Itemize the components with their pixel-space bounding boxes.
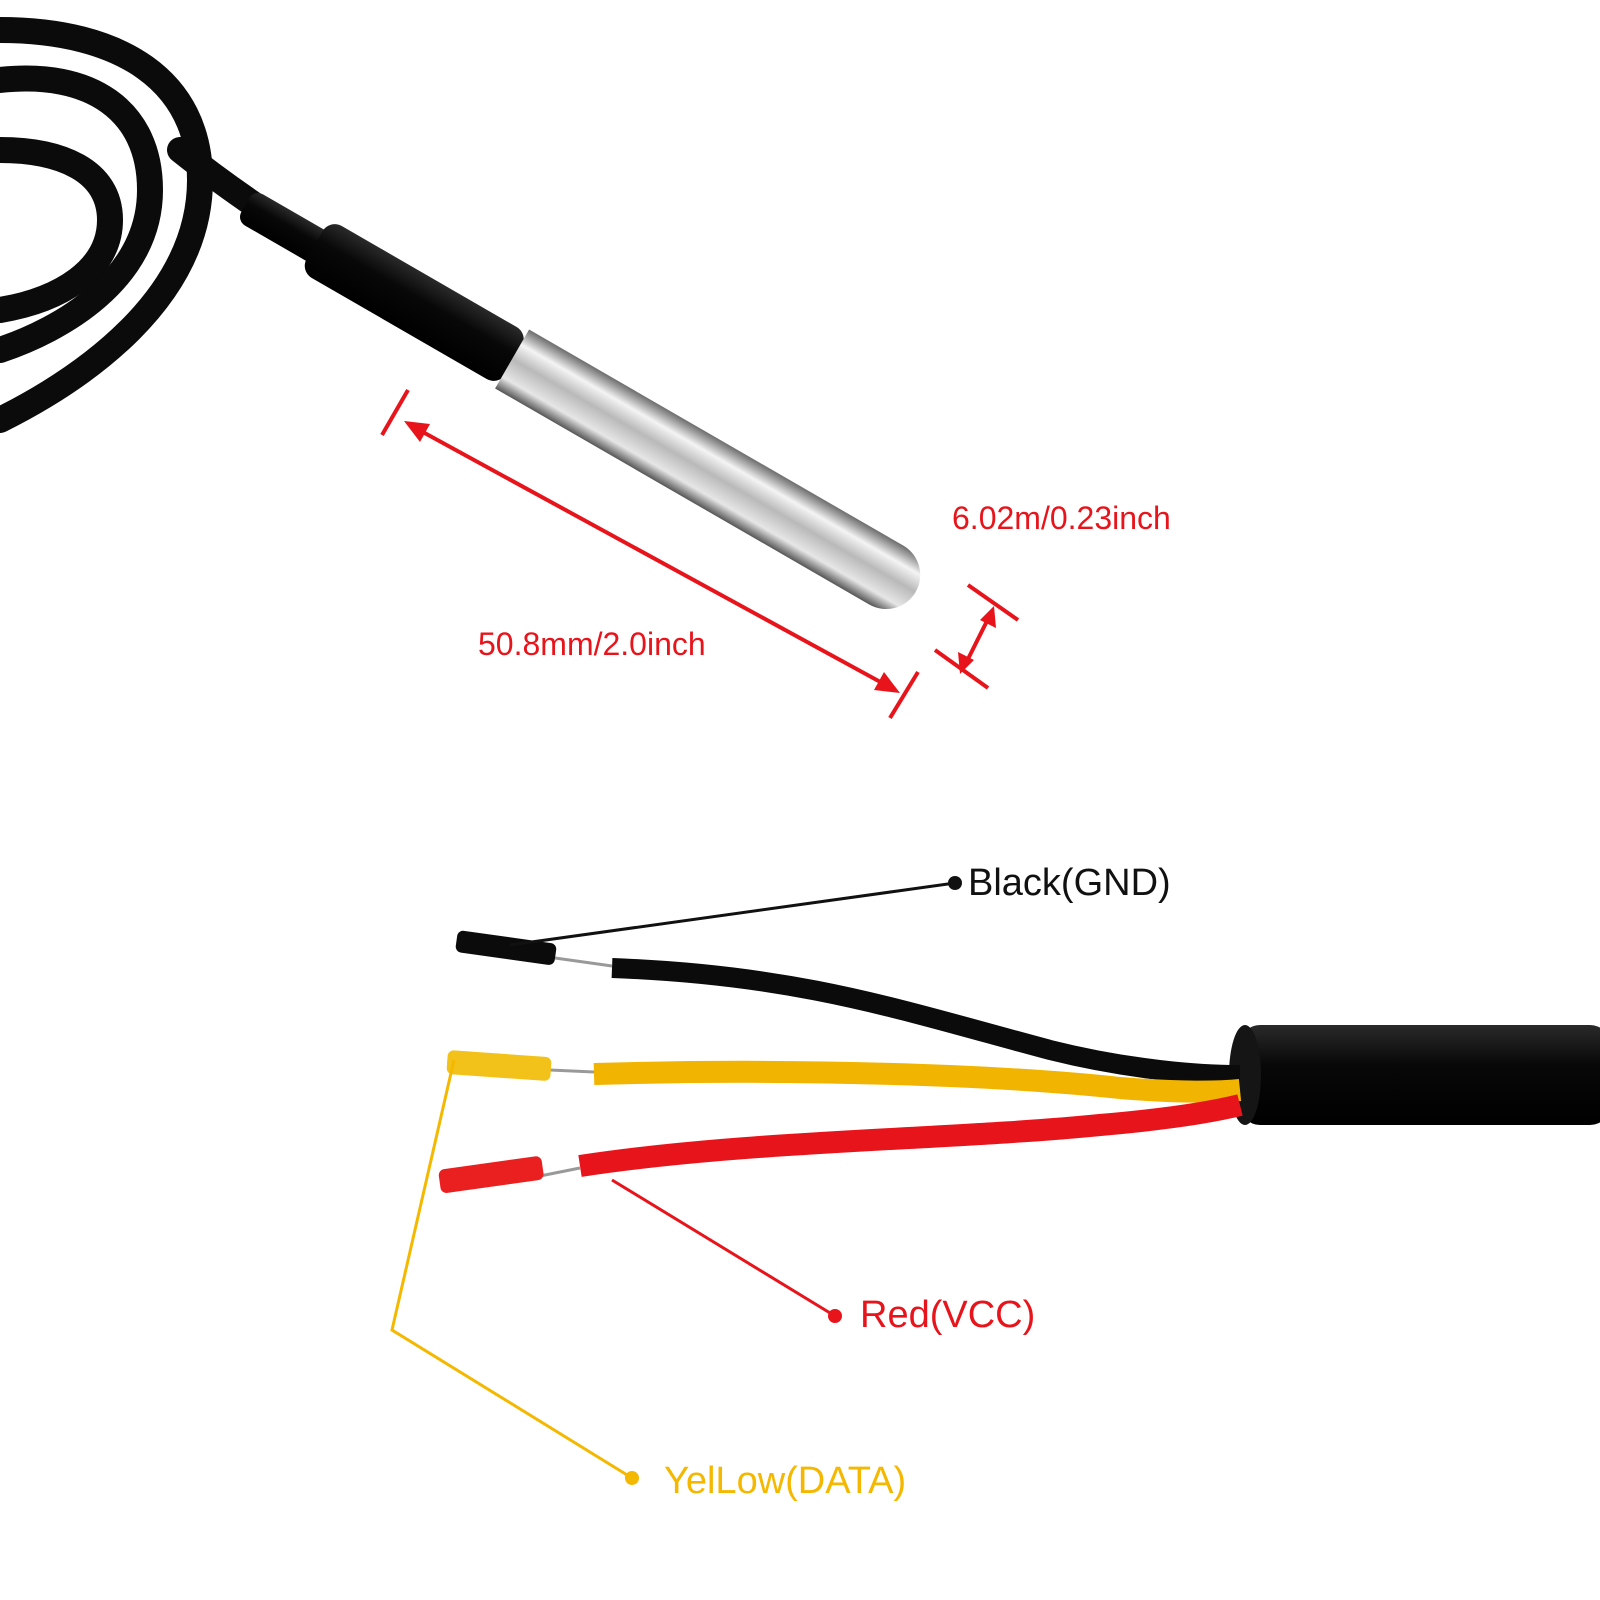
black-wire [455, 930, 1241, 1085]
diameter-dimension [933, 583, 1020, 690]
leader-red [611, 1178, 842, 1323]
red-wire [438, 1094, 1243, 1193]
leader-yellow [390, 1059, 639, 1485]
length-dimension [380, 388, 920, 720]
wire-label-red: Red(VCC) [860, 1294, 1036, 1336]
leader-black [509, 876, 962, 947]
sensor-probe [240, 193, 921, 609]
cable-end [1229, 1025, 1600, 1125]
wire-label-yellow: YelLow(DATA) [664, 1460, 907, 1502]
wire-label-black: Black(GND) [968, 862, 1171, 904]
diameter-label: 6.02m/0.23inch [952, 500, 1171, 536]
yellow-wire [446, 1050, 1242, 1103]
length-label: 50.8mm/2.0inch [478, 626, 706, 662]
